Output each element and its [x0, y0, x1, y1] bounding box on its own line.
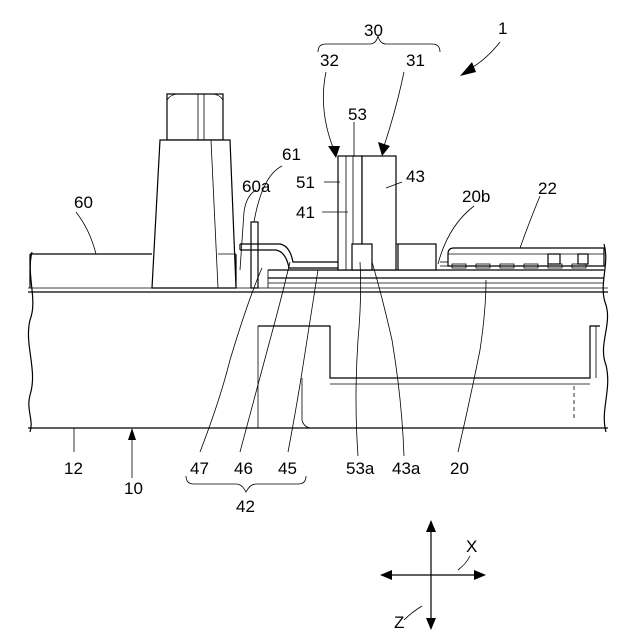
bolt-post [152, 94, 236, 288]
label-20: 20 [450, 459, 469, 478]
label-12: 12 [64, 459, 83, 478]
label-32: 32 [320, 51, 339, 70]
label-30: 30 [364, 21, 383, 40]
label-53a: 53a [346, 459, 375, 478]
label-60a: 60a [242, 177, 271, 196]
circuit-board-20 [268, 270, 604, 288]
label-41: 41 [296, 203, 315, 222]
label-51: 51 [296, 173, 315, 192]
label-43a: 43a [392, 459, 421, 478]
label-61: 61 [282, 145, 301, 164]
axis-label-x: X [466, 537, 477, 556]
axis-label-z: Z [394, 613, 404, 632]
label-45: 45 [278, 459, 297, 478]
label-47: 47 [190, 459, 209, 478]
component-22 [440, 248, 604, 268]
label-20b: 20b [462, 187, 490, 206]
label-22: 22 [538, 179, 557, 198]
label-42: 42 [236, 497, 255, 516]
label-31: 31 [406, 51, 425, 70]
label-1: 1 [498, 19, 507, 38]
label-43: 43 [406, 167, 425, 186]
label-10: 10 [124, 479, 143, 498]
label-53: 53 [348, 105, 367, 124]
label-46: 46 [234, 459, 253, 478]
label-60: 60 [74, 193, 93, 212]
